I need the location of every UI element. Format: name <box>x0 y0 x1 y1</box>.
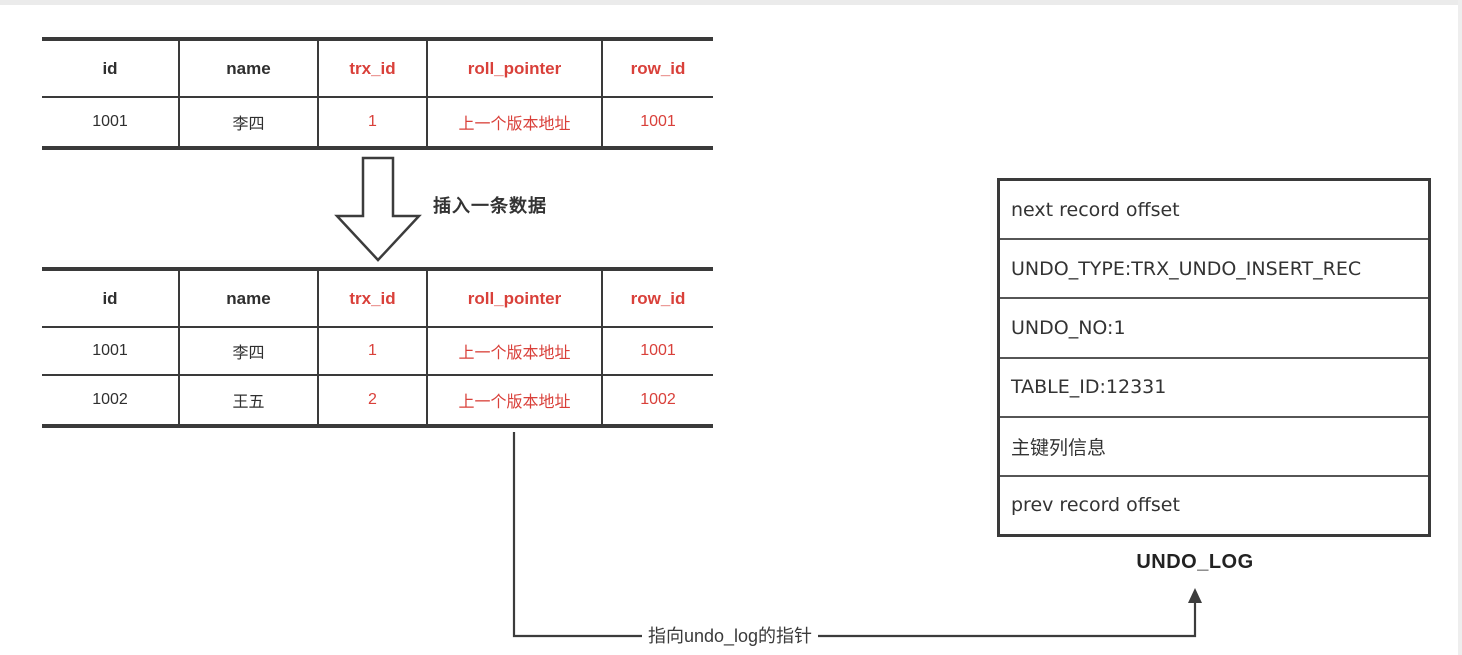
cell-trx-id: 2 <box>319 376 428 424</box>
cell-row-id: 1001 <box>640 113 676 130</box>
undo-log-row-prev-record-offset: prev record offset <box>1011 494 1180 517</box>
pointer-to-undo-log-label: 指向undo_log的指针 <box>642 624 818 648</box>
column-header-name: name <box>180 41 319 96</box>
undo-log-row-table-id: TABLE_ID:12331 <box>1000 359 1428 418</box>
column-header-id: id <box>42 41 180 96</box>
cell-name: 王五 <box>180 376 319 424</box>
insert-down-arrow-icon <box>334 156 422 262</box>
table-row: 1001 李四 1 上一个版本地址 1001 <box>42 328 713 376</box>
column-header-trx-id: trx_id <box>319 271 428 326</box>
record-table-before: id name trx_id roll_pointer row_id 1001 … <box>42 37 713 150</box>
screenshot-right-edge <box>1458 0 1462 655</box>
cell-id: 1001 <box>42 328 180 374</box>
table-header-row: id name trx_id roll_pointer row_id <box>42 41 713 98</box>
undo-log-row-primary-key-info: 主键列信息 <box>1000 418 1428 477</box>
cell-name: 李四 <box>180 98 319 146</box>
column-header-roll-pointer: roll_pointer <box>428 271 603 326</box>
column-header-id: id <box>42 271 180 326</box>
column-header-trx-id: trx_id <box>319 41 428 96</box>
cell-roll-pointer: 上一个版本地址 <box>428 328 603 374</box>
column-header-row-id: row_id <box>630 58 686 78</box>
up-arrowhead-icon <box>1188 588 1202 603</box>
cell-roll-pointer: 上一个版本地址 <box>428 98 603 146</box>
screenshot-top-edge <box>0 0 1462 5</box>
table-header-row: id name trx_id roll_pointer row_id <box>42 271 713 328</box>
column-header-name: name <box>180 271 319 326</box>
cell-row-id: 1002 <box>640 391 676 408</box>
table-row: 1001 李四 1 上一个版本地址 1001 <box>42 98 713 146</box>
column-header-roll-pointer: roll_pointer <box>428 41 603 96</box>
cell-id: 1002 <box>42 376 180 424</box>
record-table-after: id name trx_id roll_pointer row_id 1001 … <box>42 267 713 428</box>
cell-id: 1001 <box>42 98 180 146</box>
cell-trx-id: 1 <box>319 328 428 374</box>
cell-name: 李四 <box>180 328 319 374</box>
column-header-row-id: row_id <box>630 288 686 308</box>
undo-log-row-undo-type: UNDO_TYPE:TRX_UNDO_INSERT_REC <box>1000 240 1428 300</box>
cell-row-id: 1001 <box>640 342 676 359</box>
undo-log-row-undo-no: UNDO_NO:1 <box>1000 299 1428 359</box>
cell-trx-id: 1 <box>319 98 428 146</box>
cell-roll-pointer: 上一个版本地址 <box>428 376 603 424</box>
insert-action-label: 插入一条数据 <box>433 196 547 216</box>
undo-log-row-next-record-offset: next record offset <box>1000 181 1428 241</box>
table-row: 1002 王五 2 上一个版本地址 1002 <box>42 376 713 424</box>
undo-log-caption: UNDO_LOG <box>1136 551 1254 573</box>
undo-log-box: next record offset UNDO_TYPE:TRX_UNDO_IN… <box>997 178 1431 537</box>
